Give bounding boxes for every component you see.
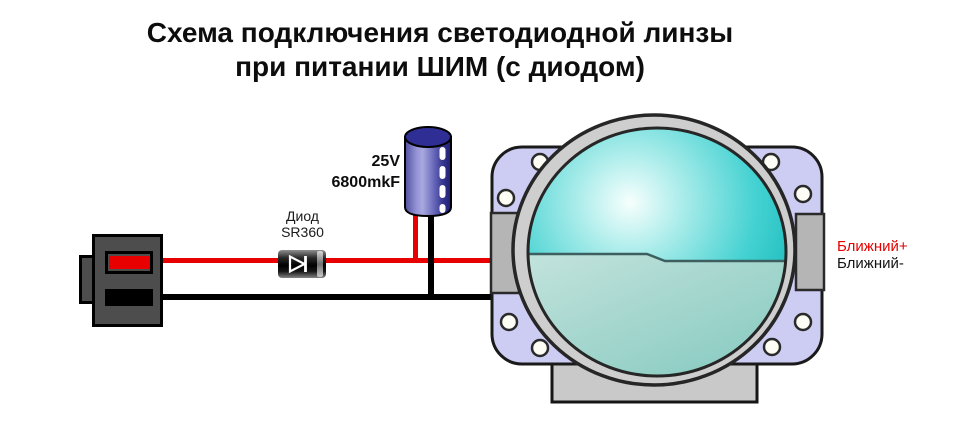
diode-symbol-icon bbox=[288, 254, 307, 274]
lens-cutoff-line bbox=[528, 252, 786, 263]
low-beam-negative-label: Ближний- bbox=[837, 255, 904, 272]
lens-glass-outline bbox=[526, 126, 788, 378]
bolt-hole bbox=[762, 337, 782, 357]
negative-wire bbox=[151, 294, 491, 300]
lens-bracket-right bbox=[794, 212, 826, 292]
capacitor-positive-lead bbox=[413, 212, 418, 263]
capacitor-label: 25V 6800mkF bbox=[290, 151, 401, 193]
title-line-2: при питании ШИМ (с диодом) bbox=[235, 51, 645, 82]
connector-negative-terminal bbox=[105, 289, 153, 306]
diode-model: SR360 bbox=[281, 224, 324, 240]
capacitor-polarity-stripe bbox=[439, 147, 446, 213]
capacitor-body bbox=[404, 126, 452, 218]
connector-body bbox=[92, 234, 163, 327]
bolt-hole bbox=[496, 188, 516, 208]
bolt-hole bbox=[530, 338, 550, 358]
capacitor-negative-lead bbox=[428, 212, 434, 300]
low-beam-positive-label: Ближний+ bbox=[837, 238, 908, 255]
diode-body bbox=[278, 250, 326, 278]
projector-lens-assembly bbox=[489, 113, 826, 404]
bolt-hole bbox=[793, 184, 813, 204]
bolt-hole bbox=[499, 312, 519, 332]
diode-name: Диод bbox=[286, 208, 319, 224]
capacitor-voltage: 25V bbox=[371, 153, 400, 170]
diode-cathode-band bbox=[317, 251, 323, 277]
connector-positive-terminal bbox=[109, 256, 150, 269]
diode-label: Диод SR360 bbox=[255, 208, 350, 240]
capacitor-top-cap bbox=[404, 126, 452, 148]
bolt-hole bbox=[793, 312, 813, 332]
diagram-title: Схема подключения светодиодной линзы при… bbox=[60, 16, 820, 84]
title-line-1: Схема подключения светодиодной линзы bbox=[146, 17, 734, 48]
capacitor-capacitance: 6800mkF bbox=[331, 174, 401, 191]
